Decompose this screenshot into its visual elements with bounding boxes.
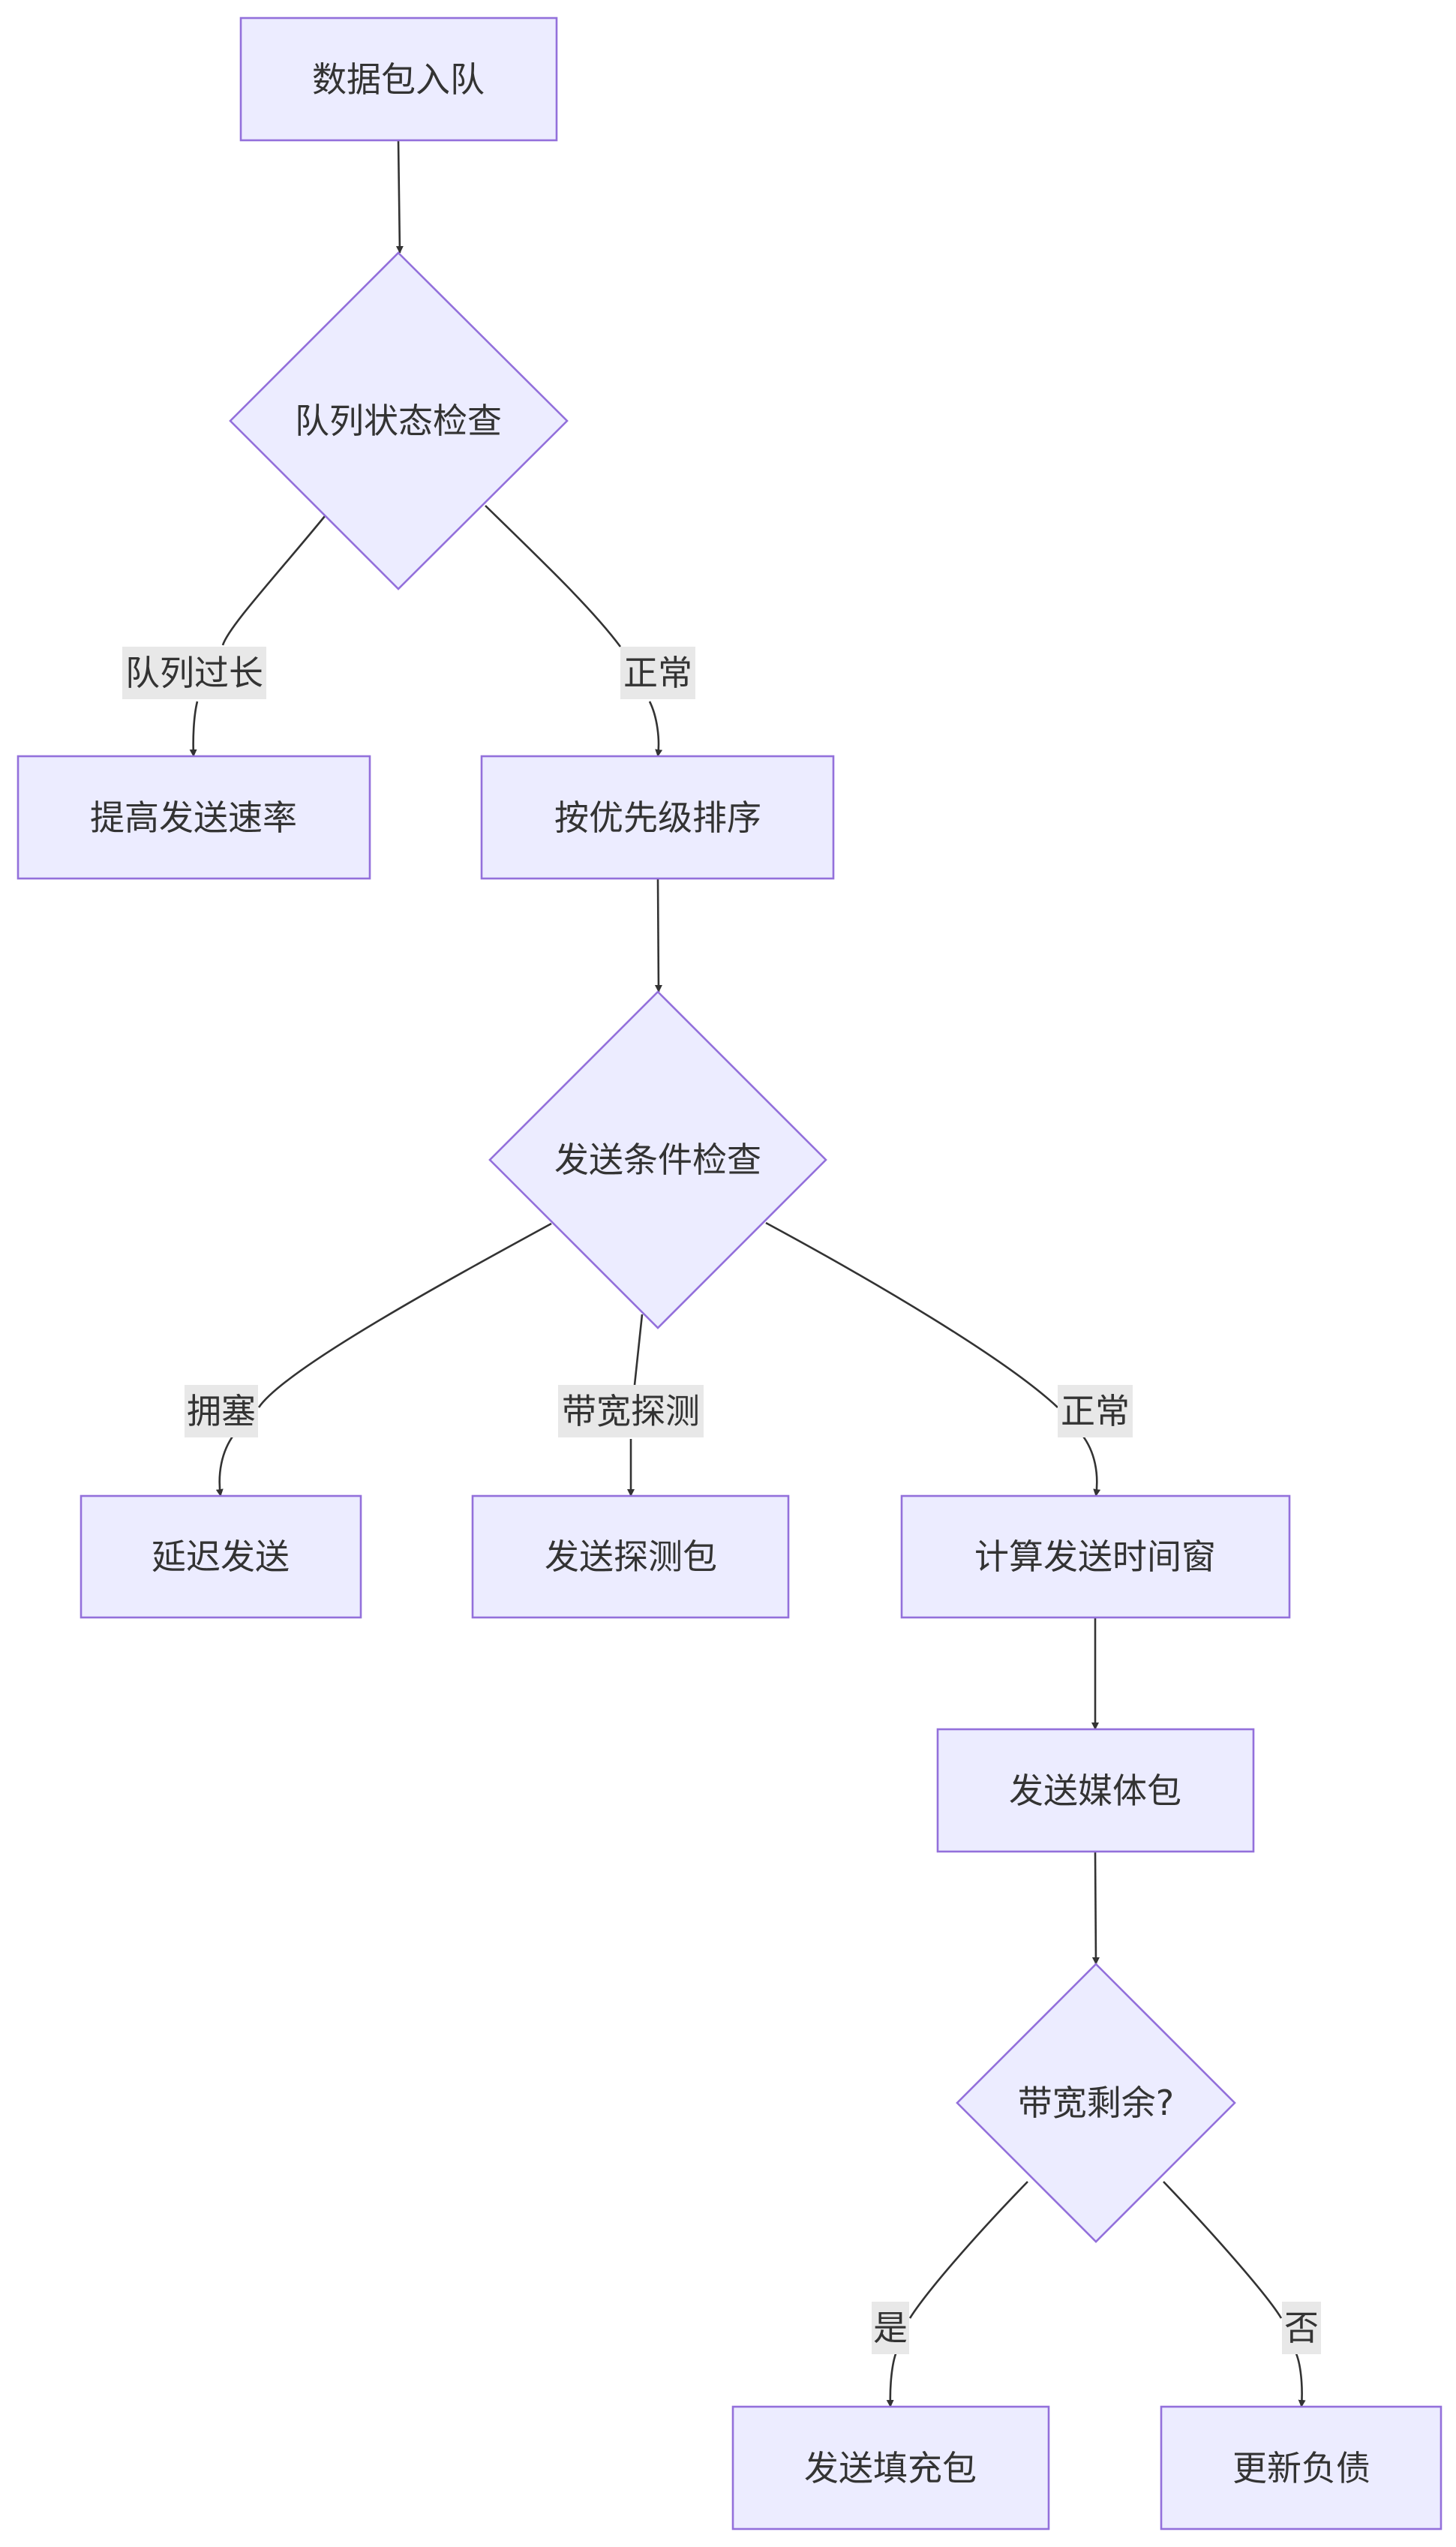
node-send-probe: 发送探测包 (471, 1494, 790, 1619)
node-calc-window: 计算发送时间窗 (900, 1494, 1291, 1619)
node-bw-remaining: 带宽剩余? (956, 1963, 1236, 2243)
edge-label-text: 队列过长 (125, 653, 263, 693)
node-label: 带宽剩余? (1018, 2083, 1174, 2123)
edge-label-text: 带宽探测 (562, 1391, 700, 1431)
edge-send-check-to-send-probe (631, 1314, 644, 1496)
edge-label-congestion: 拥塞 (185, 1385, 258, 1437)
edge-label-no: 否 (1282, 2302, 1321, 2354)
edge-enqueue-to-queue-check (395, 140, 404, 254)
edge-bw-remaining-to-update-debt (1163, 2181, 1302, 2407)
node-label: 发送填充包 (804, 2448, 977, 2488)
edge-sort-priority-to-send-check (654, 878, 662, 993)
edge-send-media-to-bw-remaining (1091, 1851, 1100, 1965)
edge-label-yes: 是 (872, 2302, 909, 2354)
node-label: 按优先级排序 (554, 797, 761, 838)
edge-queue-check-to-raise-rate (194, 515, 326, 756)
node-label: 更新负债 (1232, 2448, 1370, 2488)
node-delay-send: 延迟发送 (80, 1494, 362, 1619)
node-sort-priority: 按优先级排序 (480, 755, 835, 880)
edge-label-queue-normal: 正常 (620, 647, 695, 699)
edge-label-text: 正常 (623, 653, 692, 693)
node-send-check: 发送条件检查 (488, 990, 827, 1329)
node-label: 延迟发送 (152, 1536, 290, 1577)
node-label: 发送探测包 (545, 1536, 717, 1577)
edge-send-check-to-delay-send (220, 1222, 552, 1496)
node-update-debt: 更新负债 (1160, 2405, 1442, 2530)
node-enqueue: 数据包入队 (239, 17, 558, 142)
edge-label-bw-probe: 带宽探测 (558, 1385, 704, 1437)
edge-queue-check-to-sort-priority (485, 505, 659, 756)
node-send-media: 发送媒体包 (936, 1728, 1255, 1853)
node-label: 数据包入队 (312, 59, 485, 100)
edge-send-check-to-calc-window (765, 1221, 1097, 1496)
node-queue-check: 队列状态检查 (229, 251, 569, 590)
edge-label-text: 是 (873, 2308, 908, 2348)
edge-label-queue-too-long: 队列过长 (122, 647, 266, 699)
node-label: 计算发送时间窗 (974, 1536, 1216, 1577)
node-label: 发送条件检查 (554, 1140, 761, 1180)
edge-label-text: 正常 (1061, 1391, 1130, 1431)
node-send-padding: 发送填充包 (731, 2405, 1050, 2530)
node-label: 提高发送速率 (90, 797, 297, 838)
edge-label-send-normal: 正常 (1058, 1385, 1133, 1437)
node-label: 发送媒体包 (1009, 1771, 1181, 1811)
edge-label-text: 拥塞 (187, 1391, 256, 1431)
node-label: 队列状态检查 (295, 401, 502, 441)
edge-bw-remaining-to-send-padding (890, 2181, 1028, 2407)
edge-label-text: 否 (1284, 2308, 1319, 2348)
node-raise-rate: 提高发送速率 (17, 755, 371, 880)
